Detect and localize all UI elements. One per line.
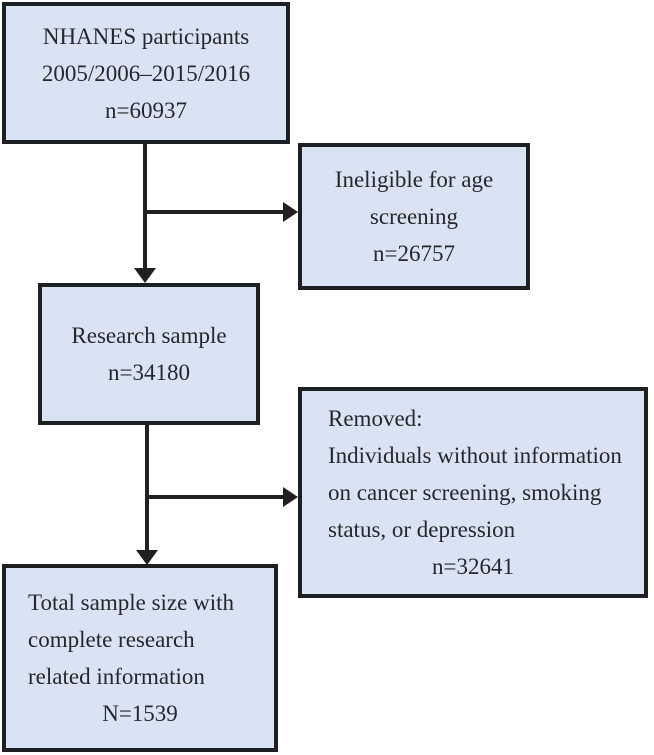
arrowhead-down-icon [136, 550, 158, 565]
box-count-line: n=34180 [108, 360, 190, 385]
box-text-line: related information [28, 664, 205, 689]
box-text-line: complete research [28, 627, 195, 652]
box-text-line: Research sample [71, 323, 227, 348]
box-total-sample-size: Total sample size with complete research… [2, 564, 278, 752]
arrow-shaft [143, 144, 147, 269]
arrow-shaft [143, 210, 284, 214]
box-text-line: NHANES participants [42, 23, 250, 49]
box-text-line: status, or depression [328, 517, 516, 542]
arrow-shaft [145, 495, 286, 499]
box-research-sample: Research sample n=34180 [38, 283, 260, 425]
box-text-line: on cancer screening, smoking [328, 480, 602, 505]
arrowhead-down-icon [134, 268, 156, 283]
box-count-line: n=32641 [432, 554, 514, 579]
arrow-shaft [145, 425, 149, 551]
box-count-line: n=26757 [373, 241, 455, 266]
box-count-line: n=60937 [105, 97, 187, 123]
box-text-line: screening [369, 204, 459, 229]
box-ineligible-for-age: Ineligible for age screening n=26757 [298, 143, 530, 290]
arrowhead-right-icon [283, 202, 298, 222]
box-text-line: Individuals without information [328, 443, 622, 468]
box-nhanes-participants: NHANES participants 2005/2006–2015/2016 … [2, 2, 290, 144]
box-text-line: Ineligible for age [334, 167, 494, 192]
box-text-line: Total sample size with [28, 590, 234, 615]
box-removed-individuals: Removed: Individuals without information… [298, 387, 648, 598]
box-text-line: Removed: [328, 406, 423, 431]
box-text-line: 2005/2006–2015/2016 [41, 60, 251, 86]
arrowhead-right-icon [283, 487, 298, 507]
box-count-line: N=1539 [102, 701, 178, 726]
